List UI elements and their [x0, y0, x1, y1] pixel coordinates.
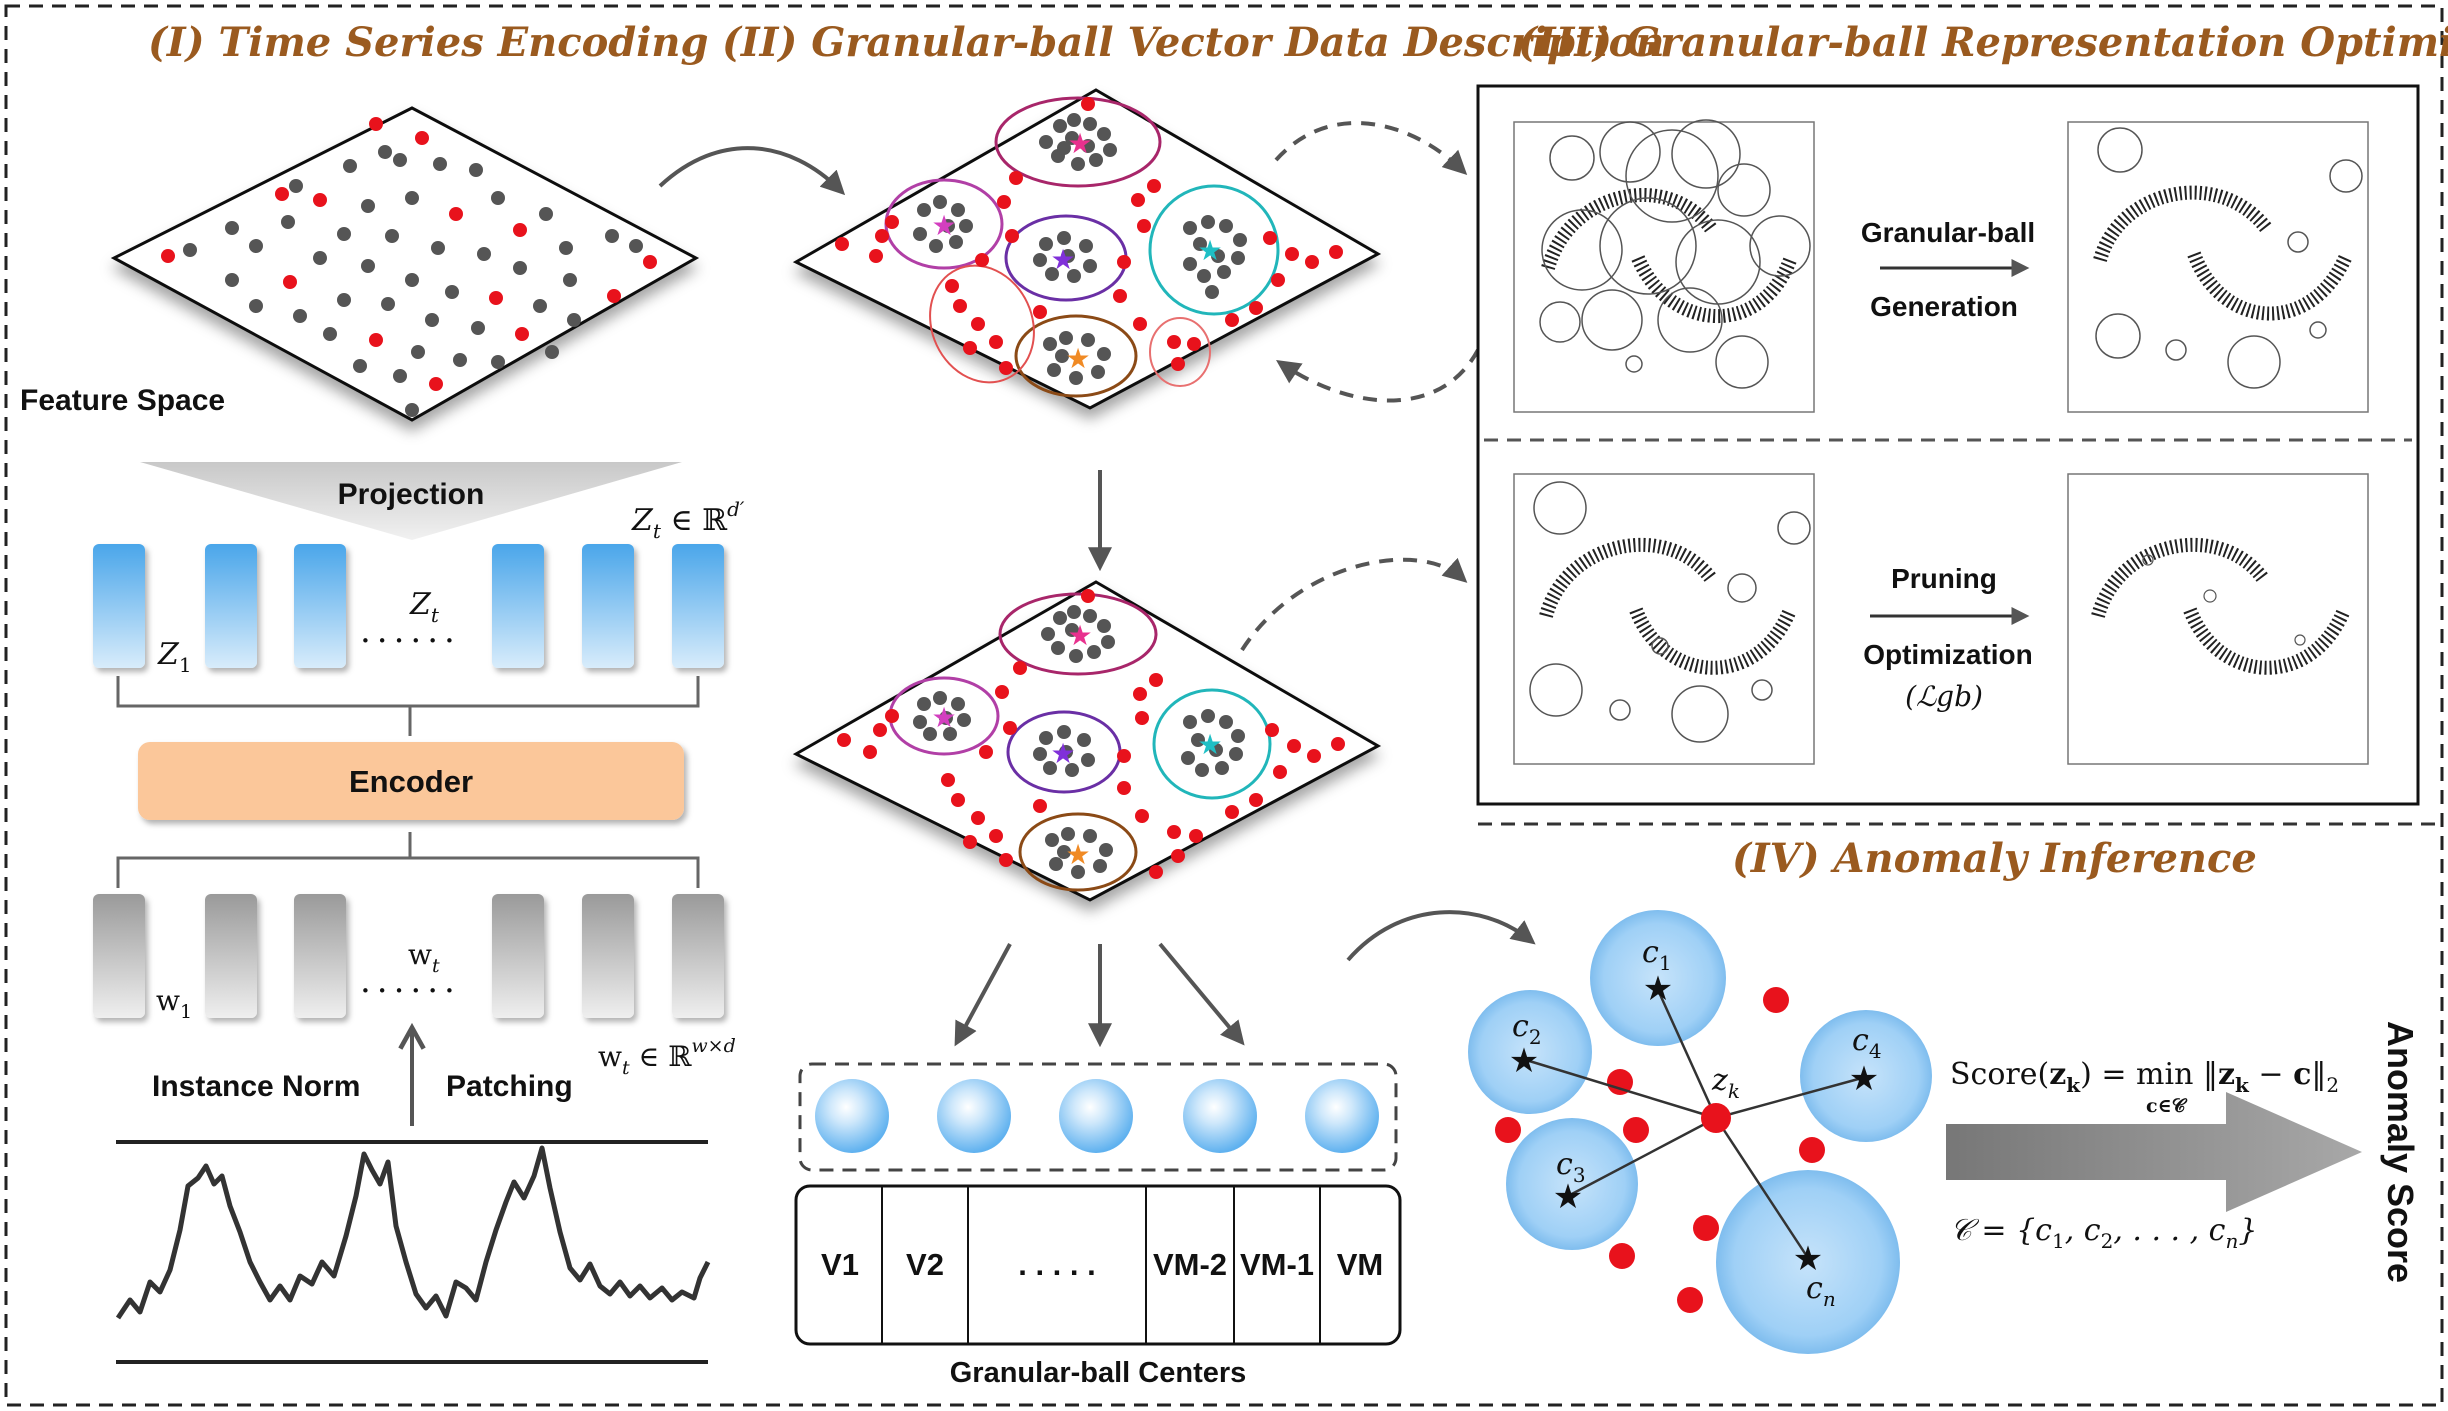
svg-text:★: ★: [931, 701, 956, 734]
generation-label-bottom: Generation: [1870, 291, 2018, 322]
embedding-bracket: [116, 676, 700, 736]
section-title-description: (II) Granular-ball Vector Data Descripti…: [722, 19, 1664, 66]
set-formula: 𝒞 = {c1, c2, . . . , cn}: [1950, 1213, 2257, 1253]
flow-arrow-to-inference: [1346, 910, 1536, 962]
scatter-plot-generation-before: [1539, 119, 1811, 389]
center-star-c4: ★: [1849, 1059, 1879, 1099]
granular-balls: [815, 1079, 1379, 1153]
svg-text:★: ★: [1050, 243, 1075, 276]
z1-label: Z1: [157, 637, 192, 677]
w-dimension-label: wt ∈ ℝw×d: [598, 1035, 736, 1079]
projection-funnel: [140, 462, 682, 540]
pruning-label-top: Pruning: [1891, 563, 1997, 594]
projection-label: Projection: [338, 478, 485, 511]
z-dimension-label: Zt ∈ ℝd′: [631, 497, 745, 543]
feature-space-label: Feature Space: [20, 384, 225, 417]
outer-frame: [4, 4, 2444, 1407]
section-title-encoding: (I) Time Series Encoding: [148, 19, 708, 66]
patch-tokens: [93, 894, 724, 1018]
encoder-block: [138, 742, 684, 820]
feature-space-plane: [110, 106, 700, 422]
distance-lines: [1525, 989, 1863, 1259]
center-cell-v2: V2: [906, 1247, 944, 1282]
zt-label: Zt: [409, 587, 440, 627]
pruning-label-bottom: Optimization: [1863, 639, 2033, 670]
granular-ball-centers-label: Granular-ball Centers: [950, 1357, 1247, 1389]
svg-text:★: ★: [1065, 342, 1090, 375]
query-label-zk: zk: [1711, 1063, 1740, 1103]
svg-text:★: ★: [1065, 838, 1090, 871]
patch-bracket: [116, 832, 700, 888]
score-formula: Score(zk) = min ‖zk − c‖2: [1950, 1057, 2339, 1097]
encoder-label: Encoder: [349, 764, 473, 799]
inference-balls: [1468, 910, 1932, 1354]
section-title-optimization: (III) Granular-ball Representation Optim…: [1518, 19, 2448, 66]
scatter-plot-generation-after: [2093, 127, 2363, 389]
patching-label: Patching: [446, 1070, 573, 1103]
embedding-ellipsis: ......: [360, 611, 461, 651]
center-star-cn: ★: [1793, 1239, 1823, 1279]
anomaly-score-label: Anomaly Score: [2380, 1021, 2421, 1283]
generation-label-top: Granular-ball: [1861, 217, 2035, 248]
center-star-c3: ★: [1553, 1177, 1583, 1217]
center-arrow-left: [954, 943, 1012, 1047]
center-cell-v1: V1: [821, 1247, 859, 1282]
optimization-panel: [1476, 84, 2420, 806]
time-series-plot: [115, 1140, 711, 1364]
svg-text:★: ★: [1067, 127, 1092, 160]
instance-norm-label: Instance Norm: [152, 1070, 360, 1103]
dashed-arrow-to-generation: [1274, 121, 1468, 175]
pruning-loss-label: (ℒgb): [1905, 680, 1983, 713]
center-cell-vm: VM: [1337, 1247, 1384, 1282]
granular-ball-plane-optimized: ★ ★ ★ ★ ★: [792, 580, 1382, 902]
center-vector-table: [794, 1184, 1402, 1346]
scatter-plots: [1513, 121, 2369, 765]
w1-label: w1: [156, 984, 192, 1023]
center-star-c2: ★: [1509, 1041, 1539, 1081]
center-cell-vm-1: VM-1: [1240, 1247, 1314, 1282]
dashed-arrow-to-pruning: [1240, 557, 1468, 652]
anomaly-score-arrow: [1946, 1092, 2362, 1212]
center-star-c1: ★: [1643, 969, 1673, 1009]
svg-text:★: ★: [1050, 737, 1075, 770]
section-title-inference: (IV) Anomaly Inference: [1732, 835, 2257, 882]
center-cell-vm-2: VM-2: [1153, 1247, 1227, 1282]
patch-ellipsis: ......: [360, 961, 461, 1001]
svg-text:★: ★: [931, 209, 956, 242]
granular-ball-plane-initial: ★ ★ ★ ★ ★: [792, 88, 1382, 410]
svg-text:★: ★: [1067, 619, 1092, 652]
svg-text:★: ★: [1197, 728, 1222, 761]
svg-text:★: ★: [1197, 234, 1222, 267]
embedding-tokens: [93, 544, 724, 668]
score-formula-subscript: c∈𝒞: [2146, 1095, 2188, 1117]
query-point: [1701, 1103, 1731, 1133]
flow-arrow-encoding-to-description: [658, 146, 846, 196]
scatter-plot-pruning-before: [1529, 481, 1811, 743]
feature-space-points: [161, 117, 657, 417]
center-arrow-right: [1158, 942, 1245, 1046]
granular-ball-set: [798, 1062, 1398, 1172]
scatter-plot-pruning-after: [2091, 537, 2351, 675]
dashed-arrow-from-generation: [1276, 349, 1480, 403]
inference-anomalies: [1495, 987, 1825, 1313]
center-cell-ellipsis: . . . . .: [1018, 1247, 1096, 1282]
